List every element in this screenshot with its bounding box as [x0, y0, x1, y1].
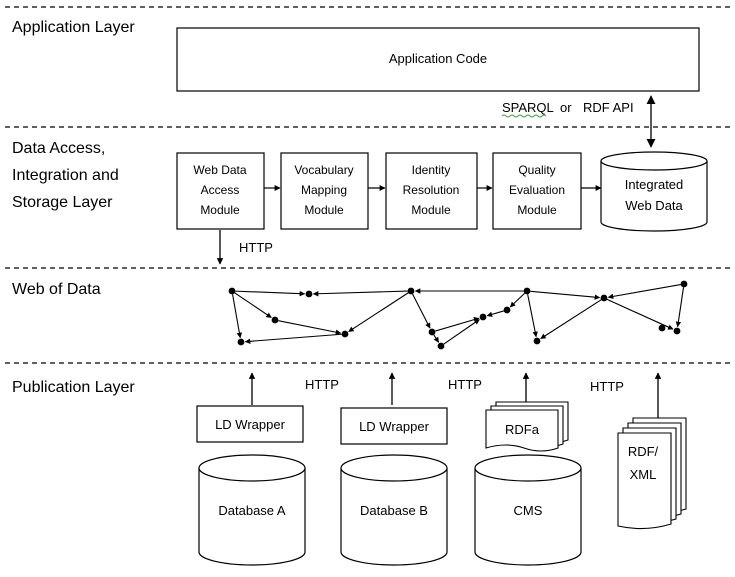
- graph-node: [680, 280, 688, 288]
- graph-node: [237, 338, 245, 346]
- graph-edge: [509, 292, 525, 308]
- graph-node: [407, 287, 415, 295]
- module-label-line: Web Data: [193, 163, 246, 177]
- layer-title-data-access-3: Storage Layer: [12, 194, 113, 211]
- module-label-line: Mapping: [301, 183, 347, 197]
- graph-node: [271, 316, 279, 324]
- graph-edge: [348, 292, 409, 333]
- module-label-line: Quality: [518, 163, 555, 177]
- graph-edge: [675, 287, 685, 328]
- graph-node: [305, 290, 313, 298]
- spellcheck-underline: [501, 114, 547, 118]
- graph-node: [428, 328, 436, 336]
- database-a-cylinder: [198, 454, 306, 566]
- or-text: or: [560, 100, 572, 115]
- module-web-data-access: Web Data Access Module: [176, 152, 265, 230]
- graph-edge: [244, 333, 342, 345]
- module-label-line: Identity: [412, 163, 451, 177]
- graph-edge: [278, 320, 342, 335]
- graph-edge: [486, 310, 504, 318]
- graph-edge: [433, 334, 440, 343]
- integrated-label-line: Web Data: [625, 198, 683, 213]
- graph-node: [503, 306, 511, 314]
- module-label-line: Resolution: [403, 183, 460, 197]
- database-b-label: Database B: [360, 503, 428, 518]
- graph-node: [523, 287, 531, 295]
- graph-edge: [312, 290, 408, 297]
- rdf-xml-label-line: XML: [630, 467, 657, 482]
- http-label: HTTP: [590, 379, 624, 394]
- module-label-line: Module: [411, 203, 451, 217]
- cms-label: CMS: [514, 503, 543, 518]
- graph-edge: [412, 293, 431, 329]
- rdf-xml-documents: [617, 417, 687, 530]
- graph-edge: [606, 298, 674, 330]
- graph-edge: [235, 290, 306, 297]
- graph-node: [600, 294, 608, 302]
- http-label: HTTP: [239, 240, 273, 255]
- graph-node: [658, 324, 666, 332]
- graph-edge: [530, 290, 601, 300]
- graph-node: [228, 287, 236, 295]
- graph-node: [341, 330, 349, 338]
- rdf-api-text: RDF API: [583, 100, 634, 115]
- module-label-line: Module: [200, 203, 240, 217]
- rdfa-label: RDFa: [505, 422, 540, 437]
- module-label-line: Access: [201, 183, 240, 197]
- http-label: HTTP: [448, 377, 482, 392]
- graph-node: [673, 327, 681, 335]
- graph-node: [533, 337, 541, 345]
- layer-title-data-access-1: Data Access,: [12, 140, 105, 157]
- ld-wrapper-a-label: LD Wrapper: [215, 417, 286, 432]
- module-label-line: Vocabulary: [294, 163, 353, 177]
- module-label-line: Module: [304, 203, 344, 217]
- graph-edge: [540, 299, 602, 340]
- ld-wrapper-b-box: [340, 407, 448, 445]
- web-of-data-edges: [232, 284, 685, 345]
- graph-edge: [443, 319, 480, 345]
- graph-edge: [232, 294, 243, 339]
- layer-title-web-of-data: Web of Data: [12, 281, 101, 298]
- integrated-label-line: Integrated: [625, 177, 684, 192]
- application-code-box: [176, 27, 700, 92]
- module-vocabulary-mapping: Vocabulary Mapping Module: [280, 152, 369, 230]
- database-b-cylinder: [340, 454, 448, 566]
- graph-edge: [527, 294, 538, 338]
- application-code-label: Application Code: [389, 51, 487, 66]
- cms-cylinder: [474, 454, 582, 566]
- ld-wrapper-a-box: [196, 405, 304, 443]
- graph-node: [479, 313, 487, 321]
- graph-edge: [234, 292, 272, 318]
- layer-title-application: Application Layer: [12, 19, 135, 36]
- module-quality-evaluation: Quality Evaluation Module: [492, 152, 582, 230]
- sparql-text: SPARQL: [502, 100, 554, 115]
- integrated-web-data-store: [600, 151, 708, 232]
- graph-node: [437, 342, 445, 350]
- database-a-label: Database A: [218, 503, 286, 518]
- graph-edge: [435, 317, 480, 332]
- web-of-data-nodes: [228, 280, 688, 350]
- http-label: HTTP: [305, 377, 339, 392]
- module-identity-resolution: Identity Resolution Module: [385, 152, 478, 230]
- module-label-line: Evaluation: [509, 183, 565, 197]
- rdf-xml-label-line: RDF/: [628, 444, 659, 459]
- module-label-line: Module: [517, 203, 557, 217]
- layer-title-publication: Publication Layer: [12, 379, 135, 396]
- ld-wrapper-b-label: LD Wrapper: [359, 419, 430, 434]
- graph-edge: [607, 284, 681, 300]
- layer-separators: [5, 6, 730, 364]
- layer-title-data-access-2: Integration and: [12, 167, 119, 184]
- rdfa-documents: [485, 401, 569, 452]
